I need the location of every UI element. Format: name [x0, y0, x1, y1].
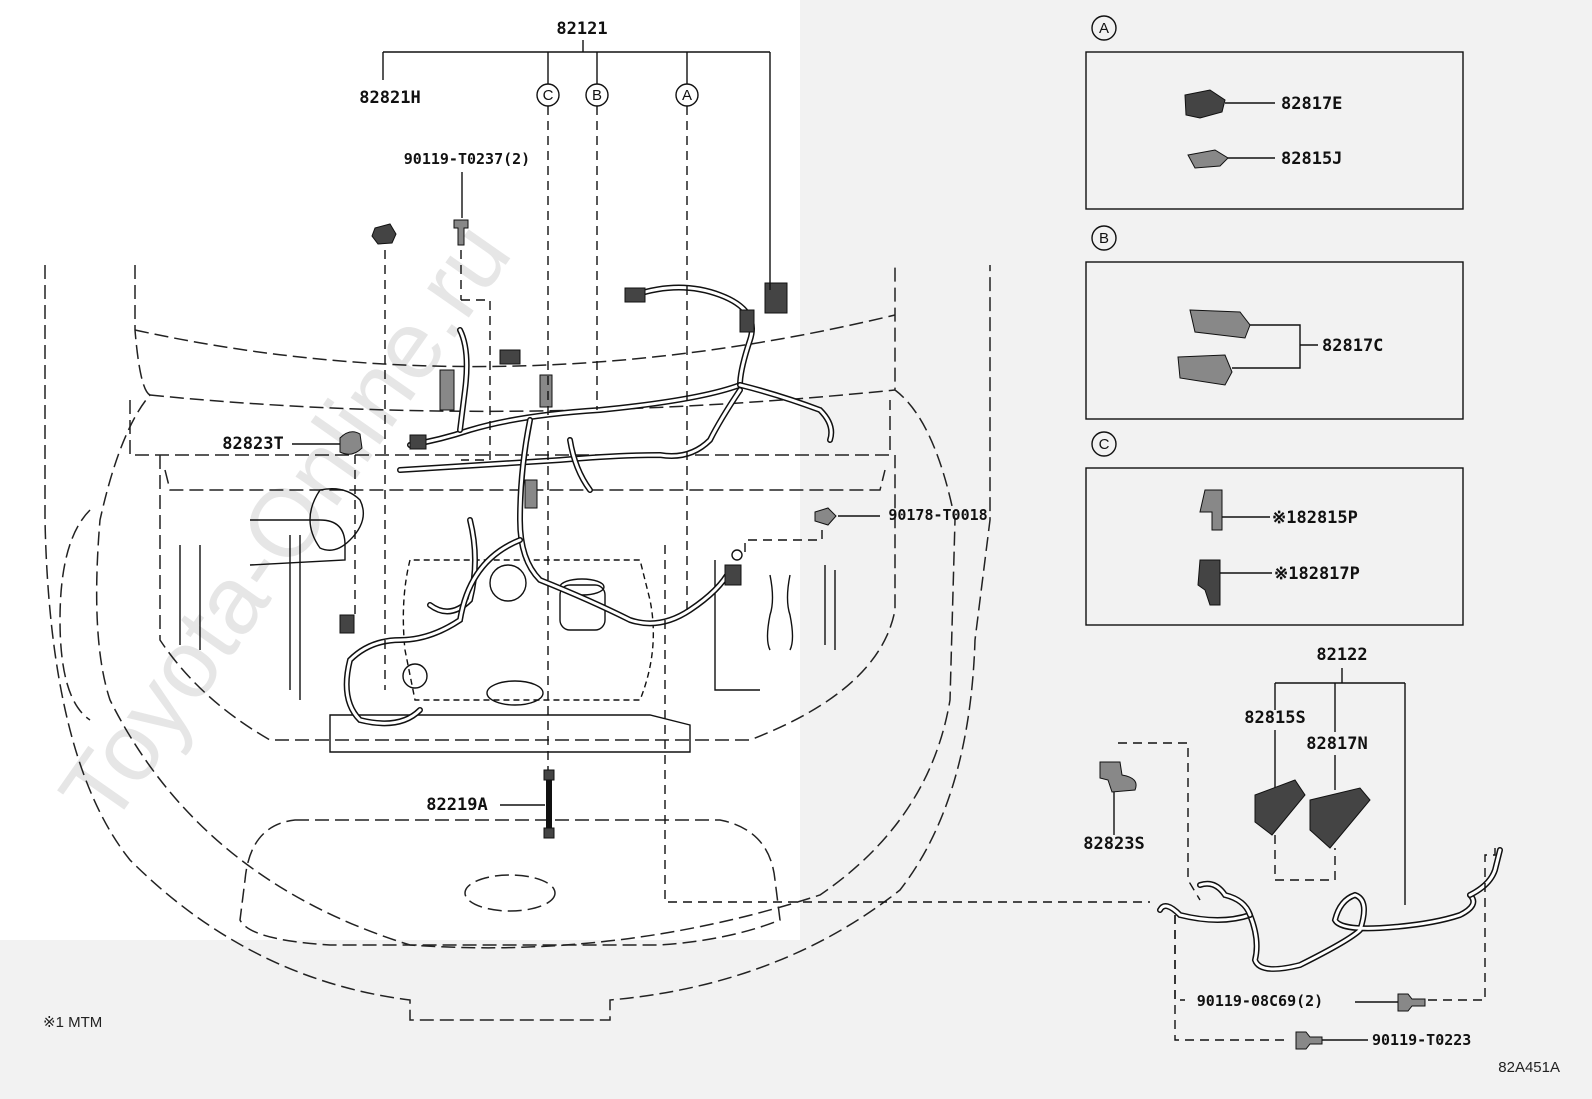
marker-b-label: B	[592, 87, 602, 104]
clamp-82821H	[371, 223, 397, 245]
connector	[739, 309, 755, 333]
ground-terminal	[402, 663, 428, 689]
diagram-code: 82A451A	[1498, 1059, 1560, 1076]
part-number-90178-T0018: 90178-T0018	[888, 506, 987, 524]
connector-82815J	[1187, 149, 1229, 169]
clamp-82823S	[1099, 761, 1137, 793]
detail-a-marker: A	[1099, 20, 1109, 37]
connector-82817P	[1197, 559, 1221, 606]
part-number-82815S: 82815S	[1244, 708, 1305, 728]
callout-82219A: 82219A	[426, 769, 555, 839]
part-number-82817E: 82817E	[1281, 94, 1342, 114]
part-number-82817P: ※182817P	[1274, 564, 1360, 584]
connector-82817C-lower	[1177, 354, 1233, 386]
detail-b-marker: B	[1099, 230, 1109, 247]
callout-90119-T0237: 90119-T0237(2)	[404, 150, 530, 461]
part-number-82815P: ※182815P	[1272, 508, 1358, 528]
part-number-90119-T0223: 90119-T0223	[1372, 1031, 1471, 1049]
clip-82823T	[339, 431, 363, 455]
callout-90178-T0018: 90178-T0018	[744, 506, 988, 555]
connector-82817C-upper	[1189, 309, 1251, 339]
connector-82817N	[1309, 787, 1371, 849]
callout-82823T: 82823T	[222, 431, 363, 620]
watermark: Toyota-Online.ru	[40, 204, 532, 842]
connector	[724, 564, 742, 586]
background-panel-bottom	[0, 940, 800, 1099]
ground-terminal	[731, 549, 743, 561]
part-number-82823S: 82823S	[1083, 834, 1144, 854]
connector	[499, 349, 521, 365]
detail-c: C ※182815P ※182817P	[1085, 431, 1464, 626]
bolt-icon	[1397, 993, 1426, 1012]
connector	[524, 479, 538, 509]
connector	[339, 614, 355, 634]
vehicle-body-outline	[44, 265, 991, 1021]
engine-wire-harness	[339, 282, 835, 727]
engine-bay	[179, 488, 836, 753]
marker-a-label: A	[682, 87, 692, 104]
part-number-82815J: 82815J	[1281, 149, 1342, 169]
detail-c-marker: C	[1099, 436, 1110, 453]
marker-a-main: A	[675, 83, 699, 610]
callout-82121: 82121	[382, 19, 771, 290]
part-number-82817N: 82817N	[1306, 734, 1367, 754]
connector	[624, 287, 646, 303]
detail-b: B 82817C	[1085, 225, 1464, 420]
callout-82821H: 82821H	[359, 88, 421, 690]
part-number-90119-T0237: 90119-T0237(2)	[404, 150, 530, 168]
connector	[539, 374, 553, 408]
bolt-icon	[453, 219, 469, 246]
sub-assembly-82122: 82122 82815S 82817N 82823S 90119-08C69(2…	[1083, 645, 1503, 1050]
bolt-icon	[1295, 1031, 1323, 1050]
footnote: ※1 MTM	[43, 1014, 102, 1031]
nut-icon	[814, 507, 837, 526]
marker-c-main: C	[536, 83, 560, 770]
connector-82815S	[1254, 779, 1306, 836]
marker-c-label: C	[543, 87, 554, 104]
part-number-82817C: 82817C	[1322, 336, 1383, 356]
part-number-82122: 82122	[1316, 645, 1367, 665]
part-number-90119-08C69: 90119-08C69(2)	[1197, 992, 1323, 1010]
part-number-82821H: 82821H	[359, 88, 420, 108]
leader-to-82122	[664, 545, 1150, 903]
connector	[439, 369, 455, 411]
part-number-82219A: 82219A	[426, 795, 487, 815]
connector-82817E	[1184, 89, 1226, 119]
detail-a: A 82817E 82815J	[1085, 15, 1464, 210]
connector-82815P	[1199, 489, 1223, 531]
connector	[409, 434, 427, 450]
part-number-82121: 82121	[556, 19, 607, 39]
connector	[764, 282, 788, 314]
part-number-82823T: 82823T	[222, 434, 283, 454]
marker-b-main: B	[585, 83, 609, 410]
